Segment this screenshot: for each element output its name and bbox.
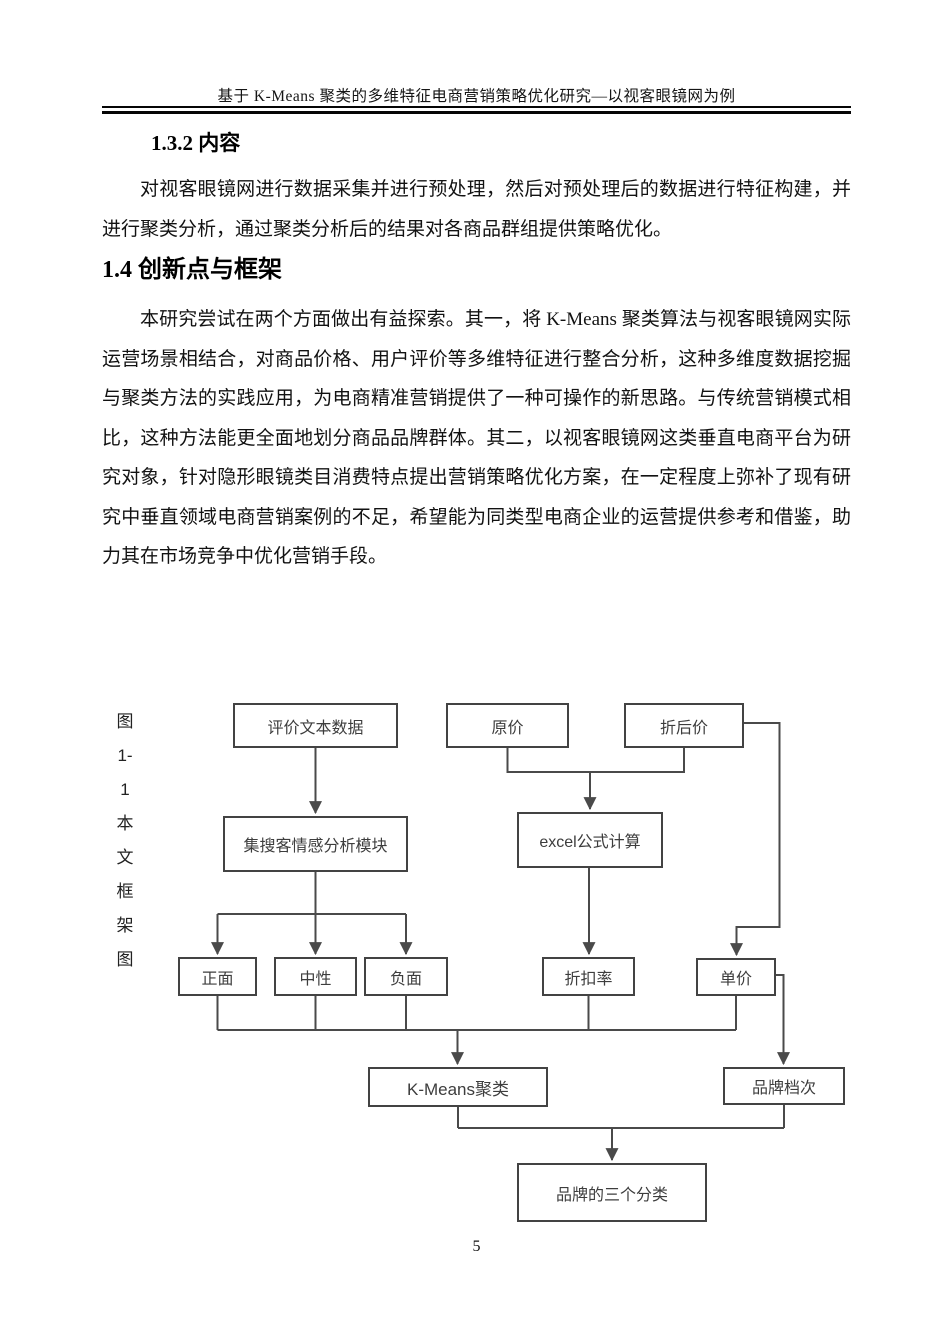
flowchart-node-sentiment-module: 集搜客情感分析模块: [223, 816, 408, 872]
section-heading-1-4: 1.4 创新点与框架: [102, 257, 282, 283]
flowchart-node-excel-formula: excel公式计算: [517, 812, 663, 868]
section-1-4-paragraph: 本研究尝试在两个方面做出有益探索。其一，将 K-Means 聚类算法与视客眼镜网…: [102, 309, 851, 567]
figure-caption-char: 本: [116, 814, 134, 833]
figure-caption-char: 架: [116, 916, 134, 935]
figure-caption-char: 文: [116, 848, 134, 867]
flowchart-node-discount-rate: 折扣率: [542, 957, 635, 996]
section-heading-1-3-2: 1.3.2 内容: [151, 131, 241, 155]
figure-caption-char: 框: [116, 882, 134, 901]
connector-discprice-to-unitprice: [730, 722, 781, 957]
connector-features-merge: [216, 996, 737, 1031]
flowchart-node-discounted-price: 折后价: [624, 703, 744, 748]
connector-prices-junction: [506, 748, 685, 773]
flowchart-node-kmeans-cluster: K-Means聚类: [368, 1067, 548, 1107]
connector-unitprice-to-grade: [776, 974, 790, 1066]
section-1-3-2-paragraph: 对视客眼镜网进行数据采集并进行预处理，然后对预处理后的数据进行特征构建，并进行聚…: [102, 179, 851, 240]
figure-caption-char: 1: [120, 780, 130, 799]
flowchart-node-neutral: 中性: [274, 957, 357, 996]
page-number: 5: [472, 1238, 481, 1255]
header-divider-rule: [102, 106, 851, 114]
flowchart-node-unit-price: 单价: [696, 958, 776, 996]
connector-kmeans-grade-merge: [457, 1105, 785, 1129]
flowchart-node-negative: 负面: [364, 957, 448, 996]
flowchart-node-original-price: 原价: [446, 703, 569, 748]
figure-caption-vertical: 图 1- 1 本 文 框 架 图: [108, 705, 142, 977]
flowchart-node-brand-grade: 品牌档次: [723, 1067, 845, 1105]
flowchart-node-review-text-data: 评价文本数据: [233, 703, 398, 748]
connector-module-stem: [217, 872, 406, 915]
flowchart-node-positive: 正面: [178, 957, 257, 996]
running-header-title: 基于 K-Means 聚类的多维特征电商营销策略优化研究—以视客眼镜网为例: [217, 88, 736, 105]
flowchart-node-brand-three-classes: 品牌的三个分类: [517, 1163, 707, 1222]
figure-caption-char: 图: [116, 950, 134, 969]
figure-caption-char: 图: [116, 712, 134, 731]
figure-caption-char: 1-: [117, 746, 133, 765]
